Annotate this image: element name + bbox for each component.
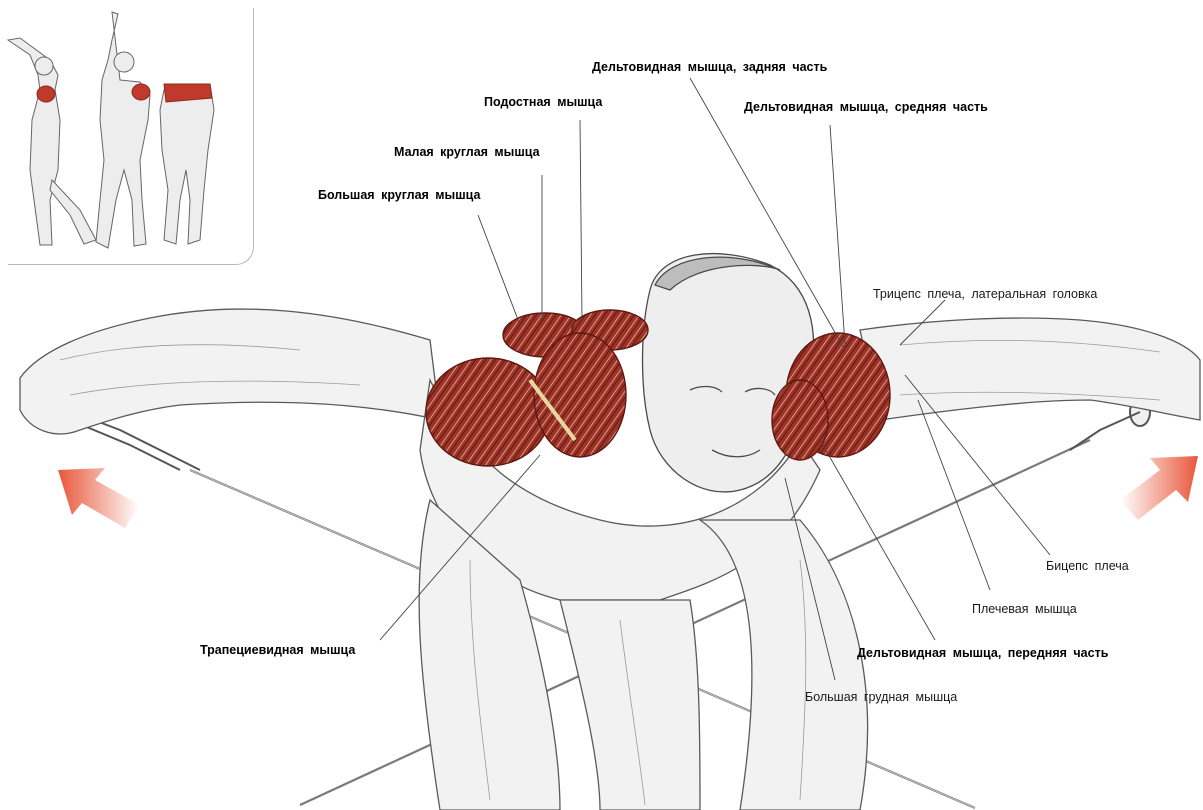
label-deltoid-middle: Дельтовидная мышца, средняя часть xyxy=(744,101,988,114)
label-trapezius: Трапециевидная мышца xyxy=(200,644,355,657)
arrow-right-icon xyxy=(1120,456,1198,520)
label-brachialis: Плечевая мышца xyxy=(972,603,1077,616)
label-infraspinatus: Подостная мышца xyxy=(484,96,602,109)
inset-frame xyxy=(8,8,254,265)
label-biceps: Бицепс плеча xyxy=(1046,560,1129,573)
label-teres-minor: Малая круглая мышца xyxy=(394,146,540,159)
label-teres-major: Большая круглая мышца xyxy=(318,189,480,202)
label-pectoralis-major: Большая грудная мышца xyxy=(805,691,957,704)
muscles-left-shoulder xyxy=(426,310,648,466)
label-deltoid-anterior: Дельтовидная мышца, передняя часть xyxy=(857,647,1108,660)
movement-arrows xyxy=(58,456,1198,528)
arrow-left-icon xyxy=(58,468,140,528)
label-deltoid-posterior: Дельтовидная мышца, задняя часть xyxy=(592,61,827,74)
label-triceps-lateral: Трицепс плеча, латеральная головка xyxy=(873,288,1097,301)
